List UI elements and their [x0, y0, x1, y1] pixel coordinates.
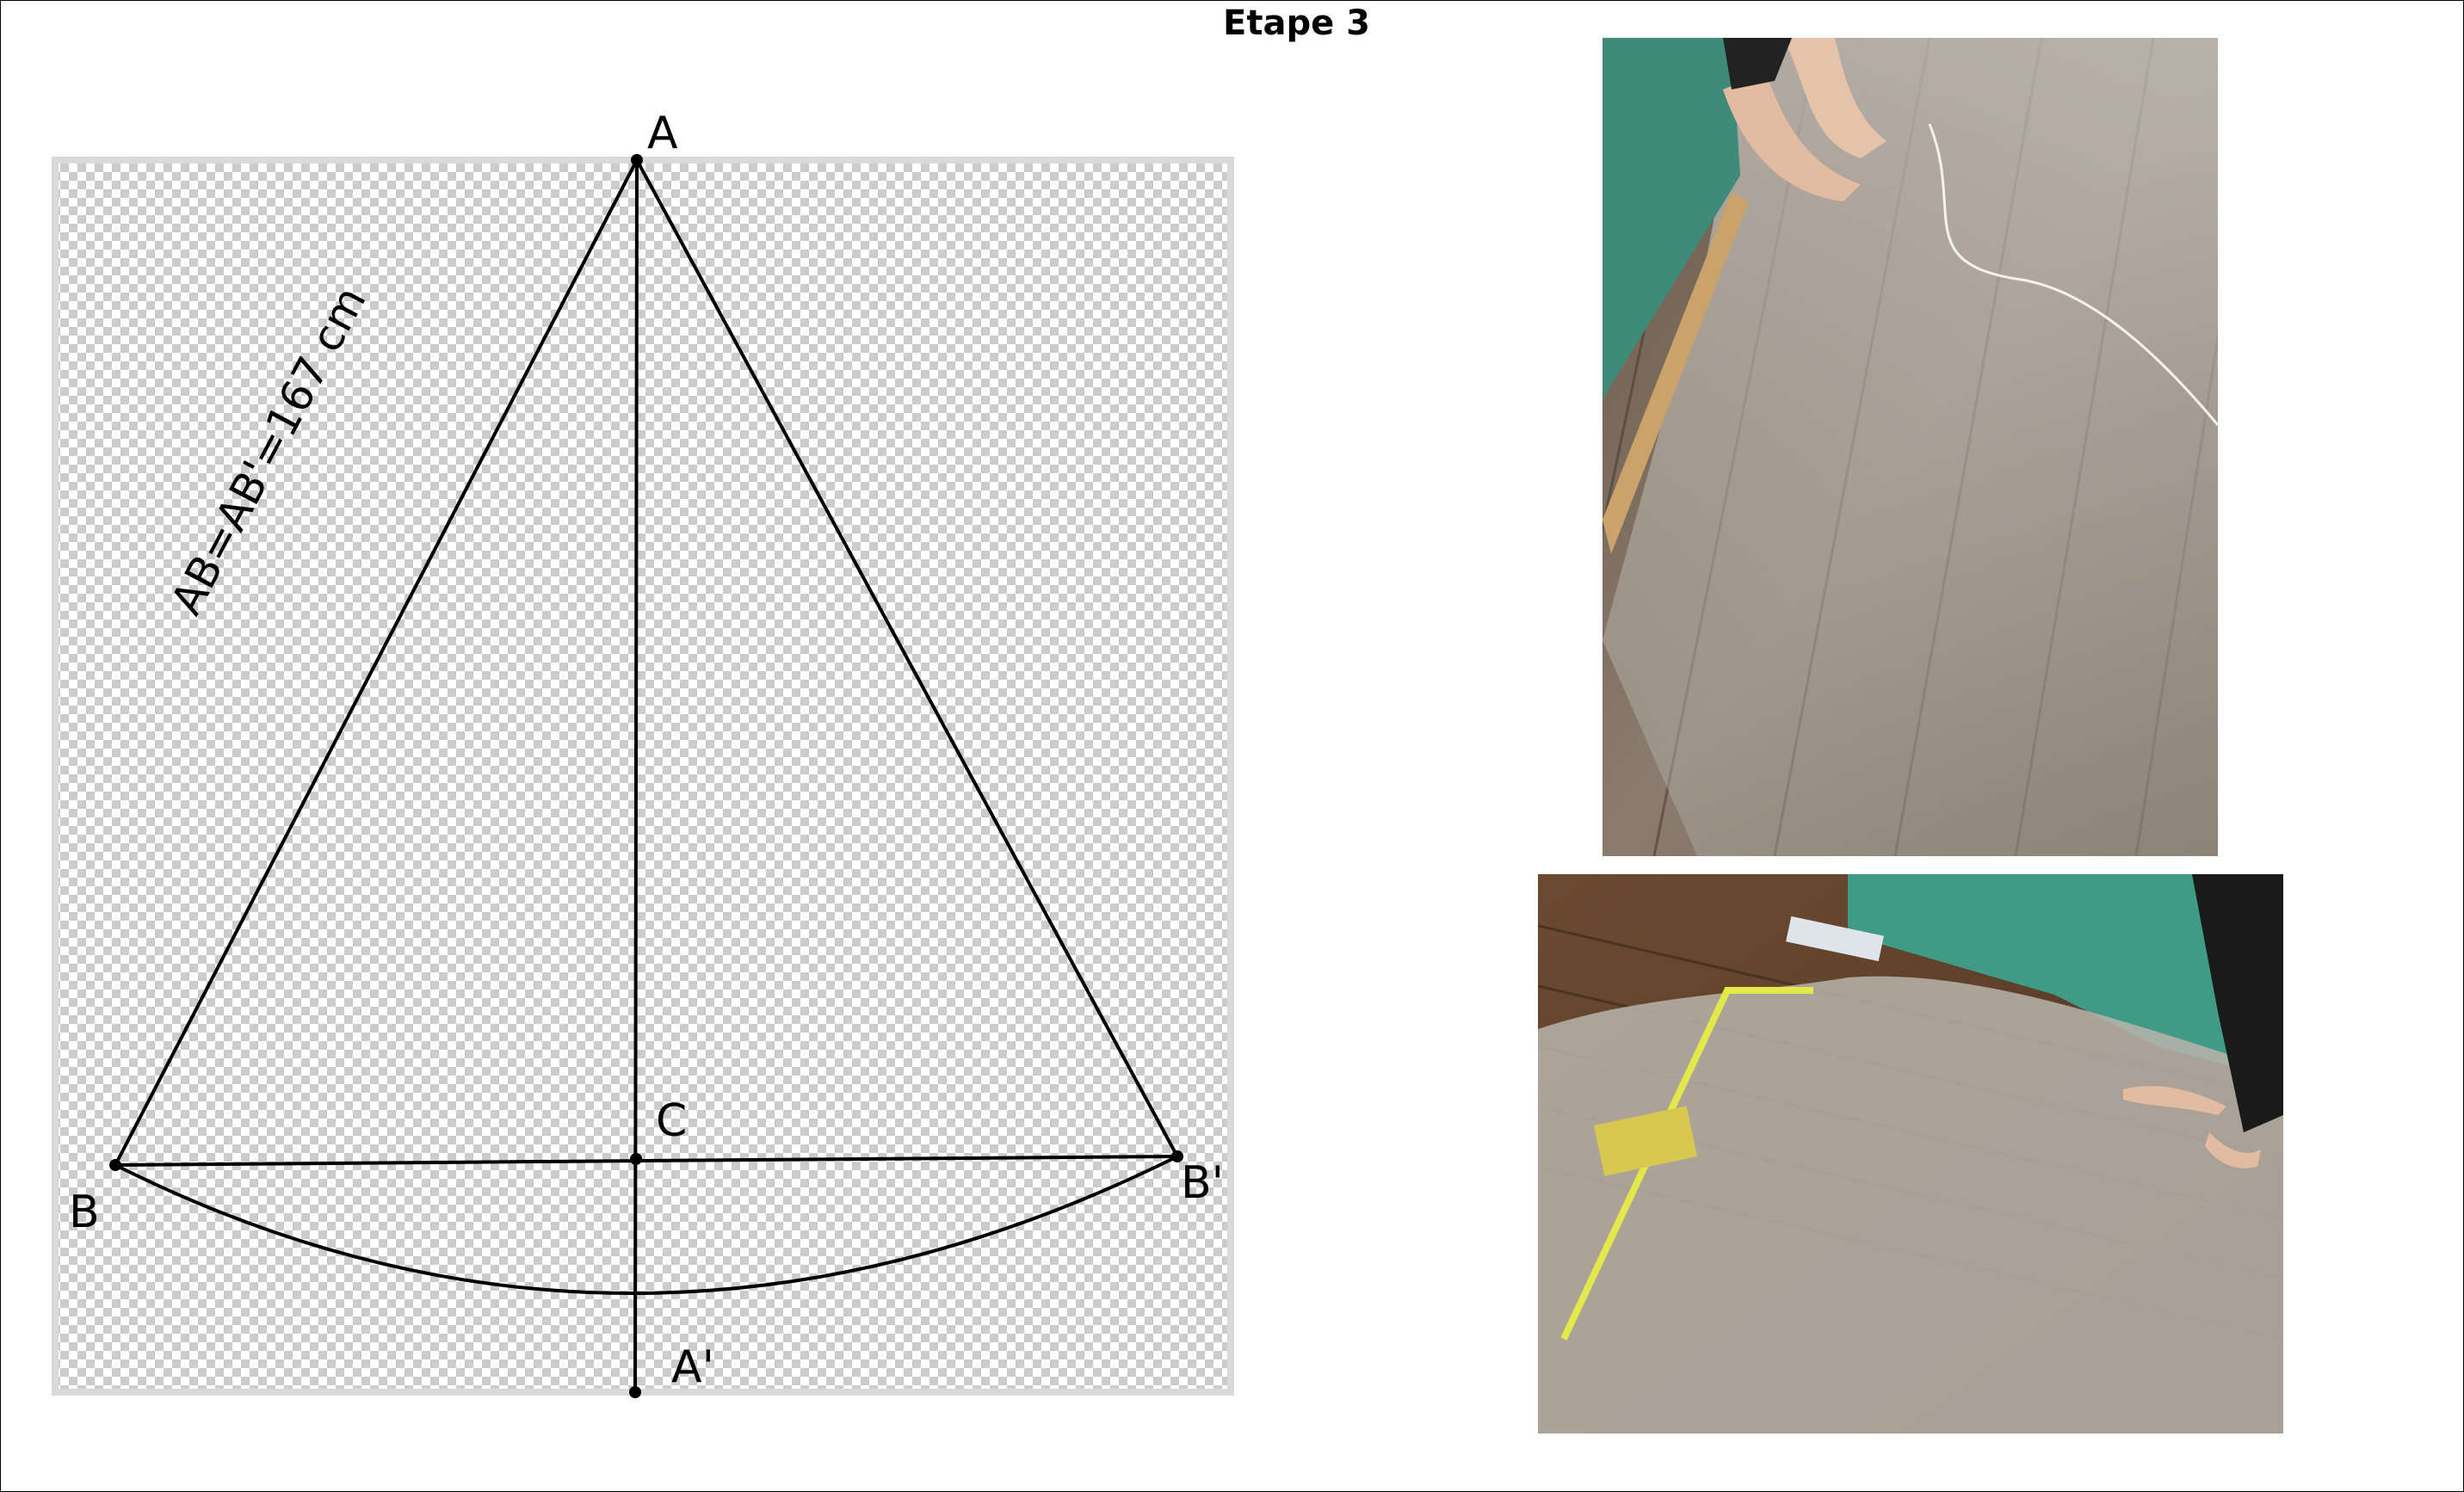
line-ab: [114, 159, 639, 1166]
transparent-background: [52, 157, 1234, 1396]
page-title: Etape 3: [1223, 3, 1370, 43]
point-b-prime: [1171, 1150, 1183, 1162]
label-b: B: [69, 1187, 100, 1238]
line-ab-prime: [635, 159, 1179, 1157]
photo-plastic-sheet-floor-with-tape-measure: [1538, 874, 2283, 1433]
point-a: [631, 154, 643, 166]
point-c: [630, 1153, 642, 1165]
label-c: C: [656, 1095, 687, 1147]
photo-plastic-sheet-floor-with-string: [1603, 38, 2218, 856]
label-b-prime: B': [1181, 1157, 1224, 1209]
label-a: A: [647, 108, 678, 159]
line-b-b-prime: [114, 1155, 1178, 1167]
arc-b-b-prime: [114, 1155, 1178, 1296]
label-a-prime: A': [671, 1341, 714, 1393]
line-a-a-prime: [633, 159, 639, 1393]
point-a-prime: [629, 1386, 641, 1398]
point-b: [109, 1159, 121, 1171]
